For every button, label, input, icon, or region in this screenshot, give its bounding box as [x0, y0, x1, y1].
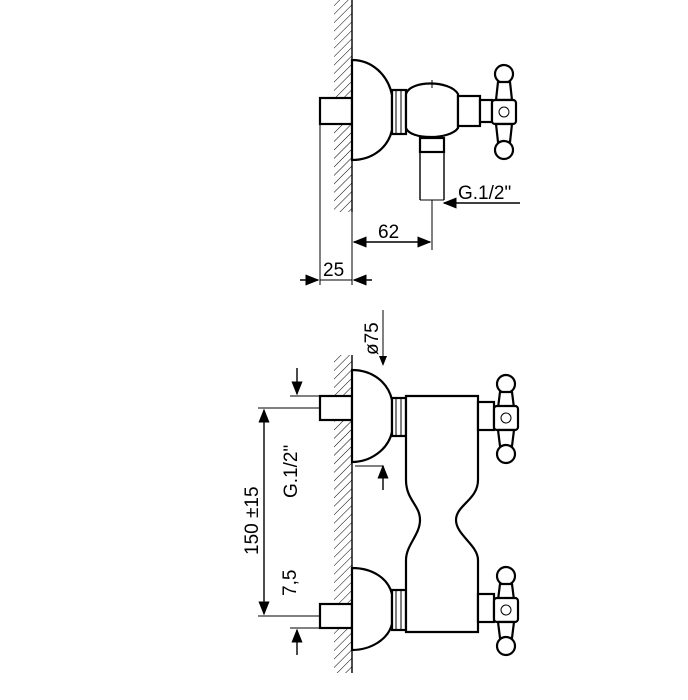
top-view: G.1/2" 62 25: [300, 0, 520, 286]
bottom-view: ø75 G.1/2" 150 ±15 7,5: [242, 310, 520, 673]
bottom-lower-pipe: [318, 602, 354, 630]
bottom-lower-cross-handle: [476, 565, 520, 657]
bottom-thread-label: G.1/2": [281, 445, 302, 498]
top-nut: [390, 88, 408, 136]
top-dim-62: 62: [378, 222, 399, 243]
bottom-upper-cross-handle: [476, 373, 520, 465]
bottom-upper-pipe: [318, 394, 354, 422]
bottom-dim-offset: 7,5: [280, 570, 301, 596]
top-cross-handle: [490, 63, 518, 161]
top-wall-pipe: [318, 96, 354, 126]
top-valve-body: [404, 82, 460, 138]
top-outlet: [418, 136, 446, 154]
top-dim-25: 25: [323, 260, 344, 281]
bottom-dim-rosette-diameter: ø75: [362, 322, 383, 355]
top-thread-label: G.1/2": [458, 183, 511, 204]
bottom-lower-rosette: [350, 566, 394, 652]
top-spindle: [456, 94, 482, 128]
bottom-mixer-body: [404, 394, 480, 634]
bottom-upper-rosette: [350, 368, 394, 464]
bottom-wall-hatch: [334, 355, 352, 673]
top-rosette: [350, 58, 394, 162]
bottom-dim-center-distance: 150 ±15: [242, 486, 263, 555]
